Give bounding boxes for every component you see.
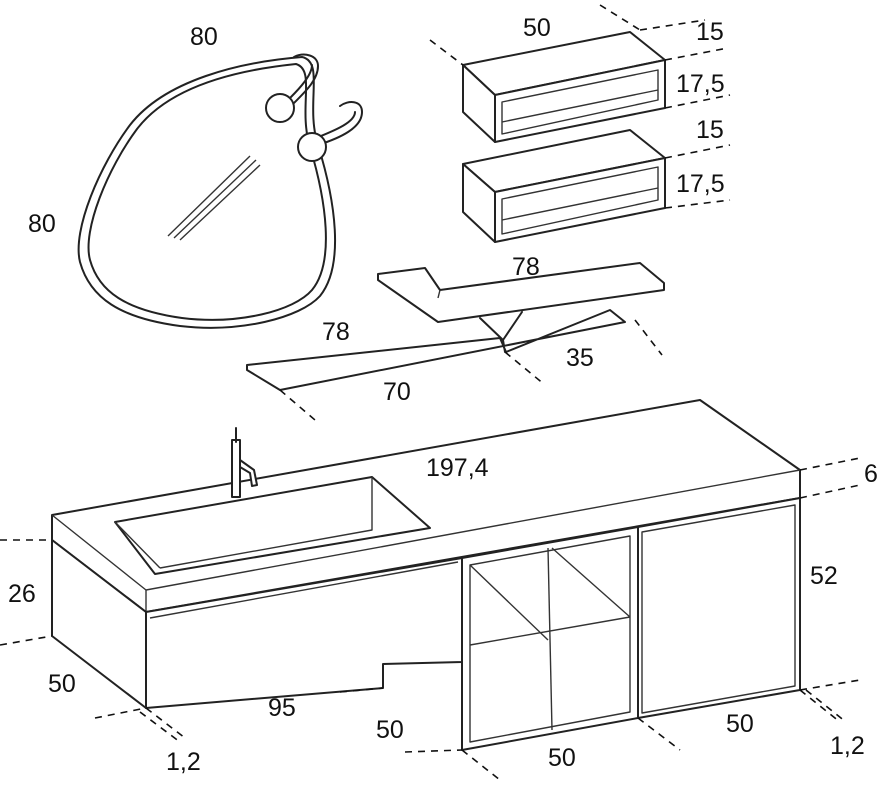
open-unit [461, 526, 639, 751]
panel-thickness-left-label: 1,2 [166, 748, 201, 776]
shelf-upper [377, 262, 665, 323]
open-unit-depth-label: 50 [376, 716, 404, 744]
shelf-box-lower [462, 129, 666, 243]
shelf-box-width-label: 50 [523, 14, 551, 42]
mirror-glare [167, 155, 261, 241]
sink-basin [114, 476, 431, 575]
cabinet-depth-left-label: 50 [48, 670, 76, 698]
cabinet-height-left-label: 26 [8, 580, 36, 608]
faucet [231, 427, 258, 498]
shelf-lower [246, 309, 626, 391]
cabinet [51, 399, 801, 751]
shelf-front-length-label: 70 [383, 378, 411, 406]
mirror [77, 53, 363, 329]
top-width-label: 197,4 [426, 454, 489, 482]
shelf-depth-label: 35 [566, 344, 594, 372]
door-width-label: 50 [726, 710, 754, 738]
shelf-box-upper [462, 31, 666, 143]
mirror-lamps [265, 53, 363, 162]
shelf-box-depth-label-lower: 15 [696, 116, 724, 144]
mirror-width-label: 80 [190, 23, 218, 51]
drawer-width-label: 95 [268, 694, 296, 722]
cabinet-height-right-label: 52 [810, 562, 838, 590]
shelf-upper-length-label: 78 [512, 253, 540, 281]
top-thickness-label: 6 [864, 460, 878, 488]
dimension-lines [0, 4, 861, 781]
shelf-box-height-label-lower: 17,5 [676, 170, 725, 198]
panel-thickness-right-label: 1,2 [830, 732, 865, 760]
open-unit-width-label: 50 [548, 744, 576, 772]
mirror-height-label: 80 [28, 210, 56, 238]
shelf-box-depth-label-upper: 15 [696, 18, 724, 46]
shelf-box-height-label-upper: 17,5 [676, 70, 725, 98]
shelf-lower-length-label: 78 [322, 318, 350, 346]
dimension-labels: 80 80 50 15 17,5 15 17,5 78 78 35 70 197… [8, 14, 878, 776]
